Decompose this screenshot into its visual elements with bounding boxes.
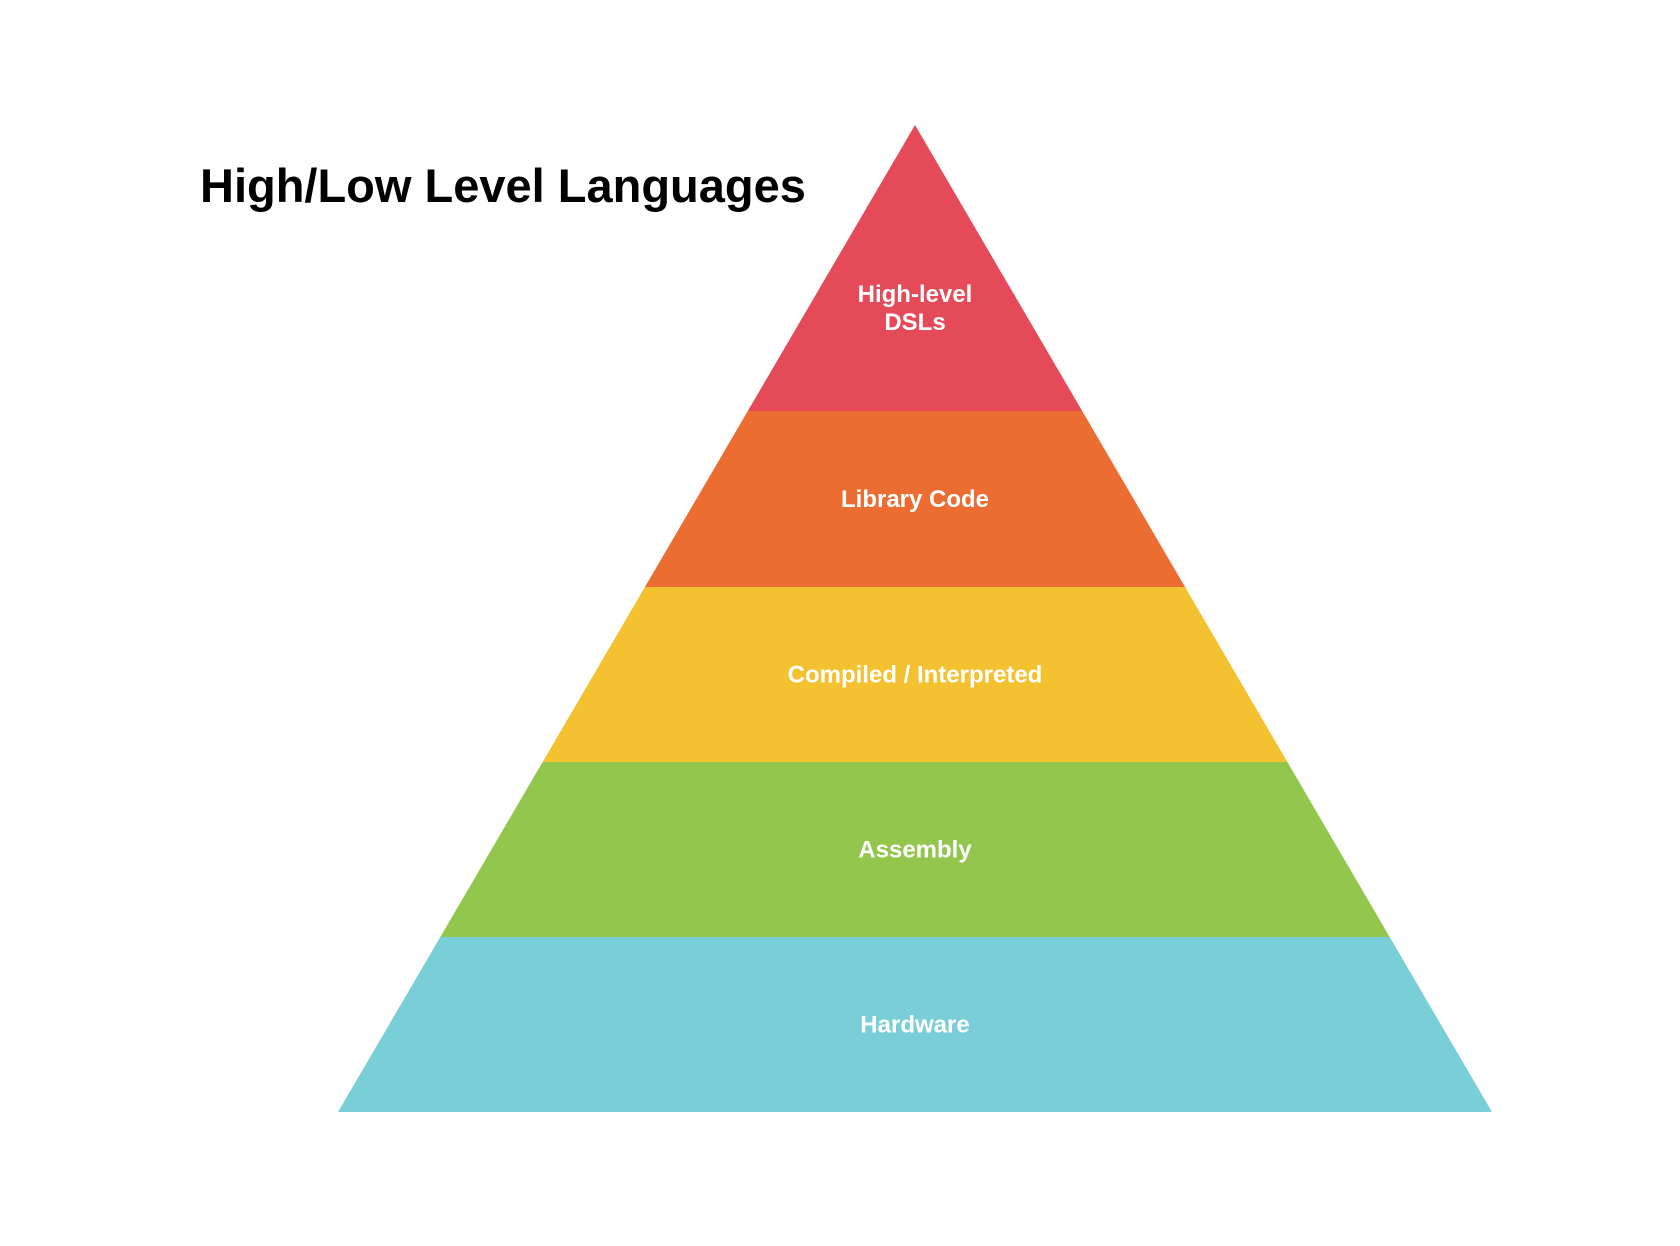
pyramid-label-line: Library Code (841, 486, 989, 513)
pyramid-label-line: Assembly (858, 837, 972, 864)
pyramid-layer-high-level-dsls (747, 125, 1083, 411)
pyramid-label-assembly: Assembly (858, 837, 972, 864)
pyramid-label-line: Compiled / Interpreted (788, 662, 1043, 689)
pyramid-label-line: High-level (858, 281, 973, 308)
diagram-title: High/Low Level Languages (200, 159, 806, 212)
pyramid-layer-library-code (644, 411, 1186, 587)
pyramid-label-library-code: Library Code (841, 486, 989, 513)
pyramid-label-compiled-interpreted: Compiled / Interpreted (788, 662, 1043, 689)
pyramid-label-hardware: Hardware (860, 1012, 969, 1039)
pyramid-layer-hardware (338, 937, 1492, 1112)
pyramid-label-line: Hardware (860, 1012, 969, 1039)
pyramid-layer-assembly (440, 762, 1390, 937)
pyramid-label-line: DSLs (884, 309, 945, 336)
pyramid-layer-compiled-interpreted (542, 587, 1288, 762)
